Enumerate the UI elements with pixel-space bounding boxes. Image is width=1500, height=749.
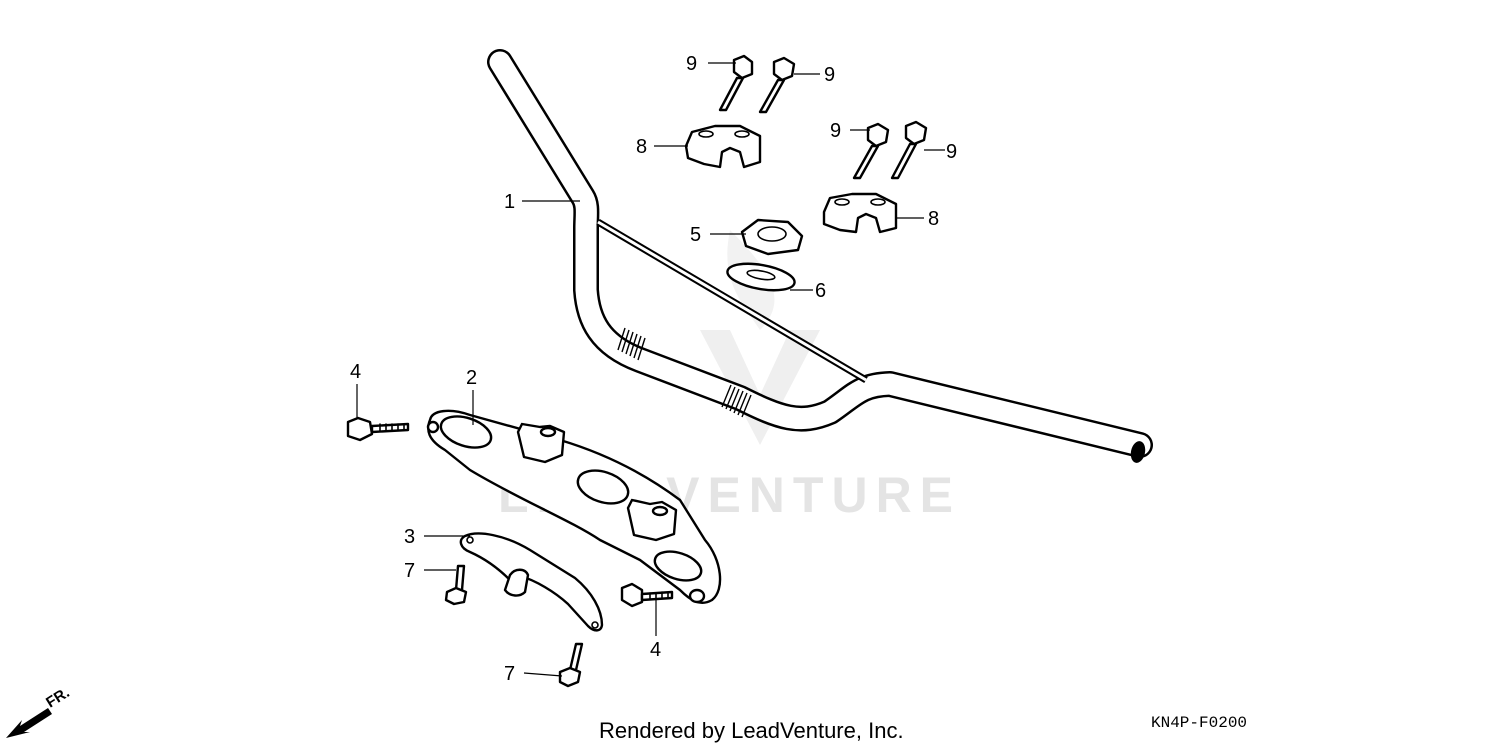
- bolt-part-4-right[interactable]: [620, 582, 674, 608]
- washer-part-6[interactable]: [725, 259, 796, 294]
- callout-8-left: 8: [636, 136, 647, 158]
- leader-lines: [356, 62, 945, 677]
- upper-holder-part-8-right[interactable]: [822, 192, 898, 234]
- callouts: 1 2 3 4 4 5 6 7 7 8 8 9 9 9 9: [350, 53, 957, 685]
- bolt-part-9-b[interactable]: [758, 56, 796, 114]
- callout-3: 3: [404, 526, 415, 548]
- bolt-part-7-lower[interactable]: [558, 642, 584, 688]
- front-arrow-icon: [6, 708, 52, 738]
- callout-1: 1: [504, 191, 515, 213]
- front-indicator: FR.: [6, 684, 73, 738]
- callout-9-a: 9: [686, 53, 697, 75]
- footer-credit: Rendered by LeadVenture, Inc.: [599, 718, 904, 743]
- callout-9-b: 9: [824, 64, 835, 86]
- bolt-part-9-d[interactable]: [890, 120, 928, 180]
- callout-7-upper: 7: [404, 560, 415, 582]
- callout-8-right: 8: [928, 208, 939, 230]
- callout-4-right: 4: [650, 639, 661, 661]
- bracket-part-3[interactable]: [459, 532, 604, 632]
- front-label: FR.: [43, 684, 73, 711]
- callout-7-lower: 7: [504, 663, 515, 685]
- bolt-part-9-c[interactable]: [852, 122, 890, 180]
- bolt-part-7-upper[interactable]: [444, 564, 468, 606]
- callout-5: 5: [690, 224, 701, 246]
- bolt-part-9-a[interactable]: [718, 54, 754, 112]
- nut-part-5[interactable]: [740, 218, 804, 256]
- callout-9-d: 9: [946, 141, 957, 163]
- handlebar-holder-part-2[interactable]: [426, 409, 722, 604]
- callout-6: 6: [815, 280, 826, 302]
- callout-4-left: 4: [350, 361, 361, 383]
- diagram-code: KN4P-F0200: [1151, 714, 1247, 732]
- handlebar-part-1[interactable]: [487, 49, 1153, 464]
- upper-holder-part-8-left[interactable]: [684, 124, 762, 169]
- bolt-part-4-left[interactable]: [346, 416, 410, 442]
- callout-9-c: 9: [830, 120, 841, 142]
- callout-2: 2: [466, 367, 477, 389]
